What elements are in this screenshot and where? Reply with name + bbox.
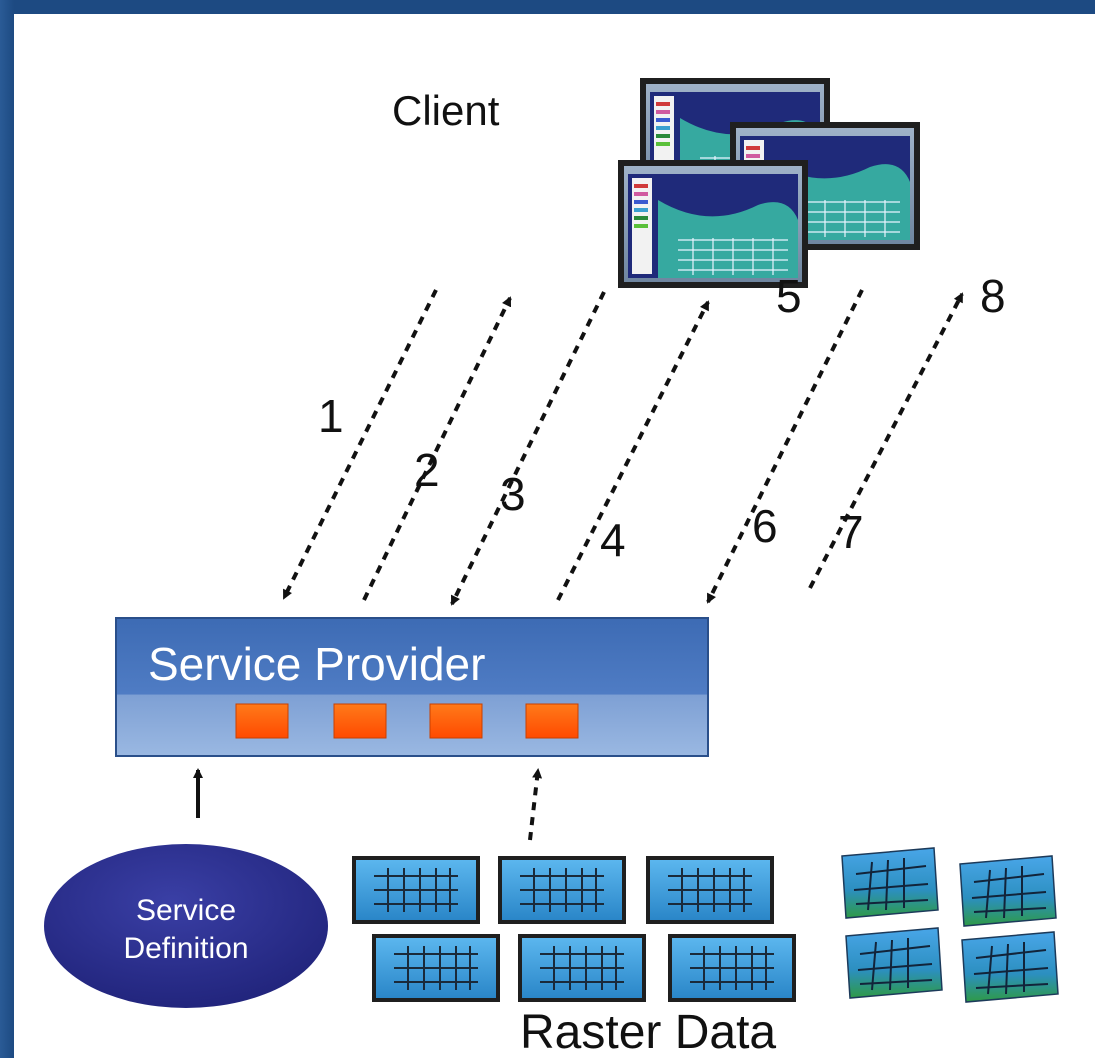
service-definition-line1: Service — [136, 894, 236, 927]
step-number: 7 — [838, 506, 864, 558]
warped-raster-tile-icon — [961, 931, 1059, 1003]
arrow-4-response — [556, 300, 710, 601]
arrow-3-request — [450, 291, 606, 606]
arrow-8-response — [808, 292, 964, 589]
service-provider-label: Service Provider — [148, 638, 485, 690]
arrow-1-request — [282, 289, 438, 600]
service-definition-line2: Definition — [123, 932, 248, 965]
step-arrows — [282, 289, 964, 606]
step-number: 3 — [500, 468, 526, 520]
arrow-2-response — [362, 296, 512, 601]
provider-module-icon — [525, 703, 579, 739]
raster-tile-icon — [351, 855, 481, 925]
raster-tile-icon — [497, 855, 627, 925]
client-label: Client — [392, 87, 500, 134]
warped-raster-tile-icon — [959, 855, 1057, 927]
arrow-6-request — [706, 289, 864, 604]
warped-raster-tile-icon — [841, 847, 939, 919]
step-number: 2 — [414, 444, 440, 496]
service-provider-box: Service Provider — [115, 617, 709, 757]
raster-tile-icon — [667, 933, 797, 1003]
step-number: 6 — [752, 500, 778, 552]
step-number: 1 — [318, 390, 344, 442]
raster-to-provider-arrow — [528, 768, 543, 841]
client-screen-icon — [617, 159, 809, 289]
provider-module-icon — [333, 703, 387, 739]
raster-tile-icon — [645, 855, 775, 925]
step-number: 8 — [980, 270, 1006, 322]
provider-module-icon — [429, 703, 483, 739]
warped-raster-tiles — [841, 847, 1059, 1003]
raster-tile-icon — [371, 933, 501, 1003]
step-numbers: 1 2 3 4 5 6 7 8 — [318, 270, 1006, 566]
raster-data-label: Raster Data — [520, 1006, 776, 1058]
raster-tiles — [351, 855, 797, 1003]
provider-module-icon — [235, 703, 289, 739]
service-definition-oval: Service Definition — [44, 844, 328, 1008]
raster-tile-icon — [517, 933, 647, 1003]
step-number: 5 — [776, 270, 802, 322]
client-screens — [617, 77, 921, 289]
warped-raster-tile-icon — [845, 927, 943, 999]
step-number: 4 — [600, 514, 626, 566]
